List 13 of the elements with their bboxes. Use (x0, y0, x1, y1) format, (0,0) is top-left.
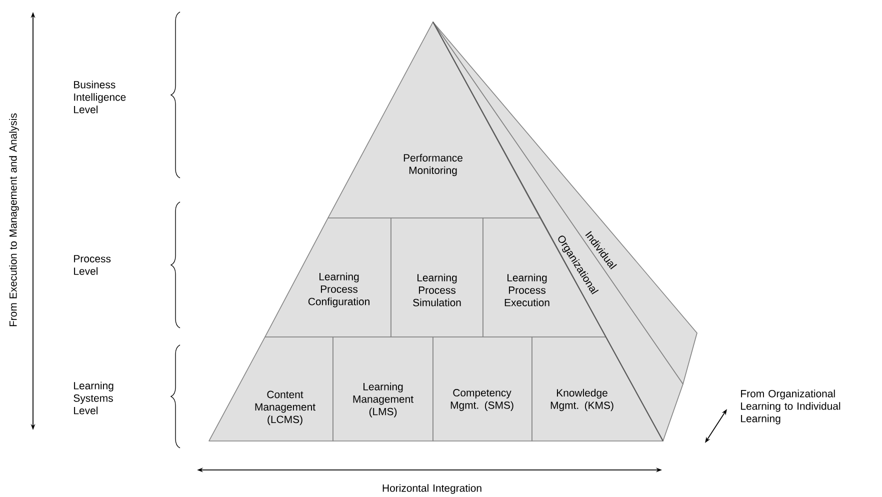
pyramid-cell: Learning Process Simulation (390, 218, 484, 338)
pyramid-top: Performance Monitoring (328, 22, 540, 218)
pyramid-cell: Competency Mgmt. (SMS) (432, 336, 532, 442)
axis-label: From Organizational Learning to Individual Learning (741, 390, 840, 424)
level-label: Process Level (74, 255, 111, 275)
axis-label: Horizontal Integration (382, 484, 482, 494)
level-label: Business Intelligence Level (74, 80, 126, 114)
pyramid-cell: Knowledge Mgmt. (KMS) (532, 336, 664, 442)
pyramid-cell: Learning Process Configuration (264, 218, 392, 338)
axis-label: From Execution to Management and Analysis (9, 113, 19, 326)
pyramid-cell: Content Management (LCMS) (208, 336, 334, 442)
level-label: Learning Systems Level (74, 382, 114, 414)
pyramid-cell: Learning Management (LMS) (332, 336, 434, 442)
